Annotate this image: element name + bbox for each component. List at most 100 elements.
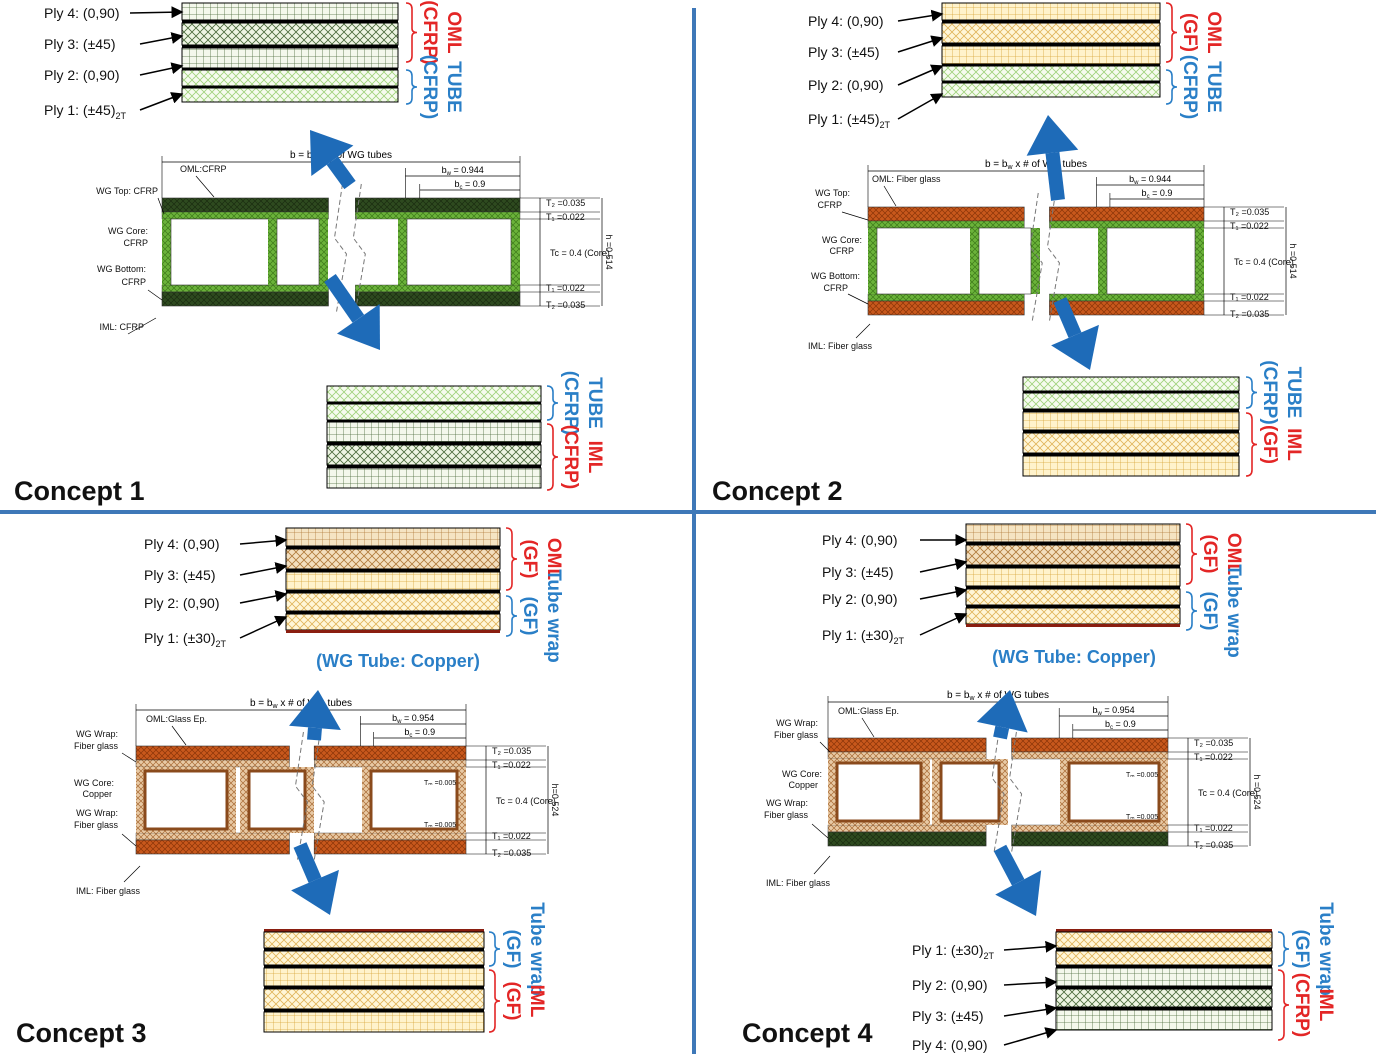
tube-cell (1106, 227, 1196, 295)
ply-label: Ply 2: (0,90) (44, 67, 119, 83)
ply-layer (181, 47, 399, 69)
ply-label: Ply 1: (±45)2T (44, 102, 127, 121)
oml-group-label: (GF)OML (505, 527, 564, 591)
core-face-bottom (314, 832, 467, 841)
material-label: IML: Fiber glass (808, 341, 873, 351)
leader-line (121, 752, 137, 763)
leader-line (127, 317, 157, 335)
group-main-label: OML (443, 11, 464, 54)
tube-cell (406, 218, 512, 286)
top-ply-stack (181, 2, 399, 103)
iml-group-label: (CFRP)IML (546, 423, 605, 491)
bottom-ply-stack (326, 385, 542, 489)
ply-label: Ply 2: (0,90) (144, 595, 219, 611)
ply-arrow (1003, 940, 1058, 953)
leader-line (847, 293, 869, 305)
tube-cell (1067, 761, 1161, 823)
ply-layer (1022, 392, 1240, 410)
tube-cell (978, 227, 1032, 295)
core-face-bottom (355, 284, 521, 293)
t1-bottom-label: T₁ =0.022 (546, 283, 585, 293)
leader-line (171, 725, 187, 746)
ply-layer (1022, 455, 1240, 477)
group-sub-label: (GF) (502, 929, 523, 968)
group-main-label: TUBE (1203, 61, 1224, 113)
t2-bottom-label: T₂ =0.035 (1194, 840, 1233, 850)
tube-group-label: (CFRP)TUBE (405, 55, 464, 119)
ply-separator (182, 86, 398, 88)
group-sub-label: (GF) (1199, 591, 1220, 630)
tube-cell (369, 769, 459, 831)
bottom-ply-stack (1055, 931, 1273, 1031)
iml-skin (1011, 831, 1169, 847)
t2-bottom-label: T₂ =0.035 (492, 848, 531, 858)
oml-skin (827, 737, 987, 753)
leader-line (195, 175, 215, 198)
leader-line (883, 185, 897, 207)
iml-skin (1049, 300, 1205, 316)
core-face-top (867, 220, 1025, 229)
material-label: Fiber glass (74, 741, 119, 751)
concept-4-title: Concept 4 (742, 1018, 873, 1048)
ply-layer (326, 403, 542, 421)
core-face-bottom (1049, 293, 1205, 302)
group-sub-label: (GF) (502, 981, 523, 1020)
curly-bracket (1245, 376, 1258, 409)
group-sub-label: (CFRP) (560, 371, 581, 435)
arrow-head (310, 130, 354, 177)
ply-layer (965, 567, 1181, 587)
tube-group-label: (CFRP)TUBE (1165, 55, 1224, 119)
break-line (1046, 192, 1060, 322)
oml-skin (161, 197, 329, 213)
ply-layer (285, 571, 501, 591)
concept-4: Ply 4: (0,90)Ply 3: (±45)Ply 2: (0,90)Pl… (764, 523, 1336, 1053)
ply-layer (1022, 376, 1240, 392)
ply-label: Ply 1: (±30)2T (912, 942, 995, 961)
bc-dimension-label: bc = 0.9 (1142, 188, 1173, 200)
concept-2: Ply 4: (0,90)Ply 3: (±45)Ply 2: (0,90)Pl… (808, 2, 1304, 477)
group-main-label: Tube wrap (1315, 902, 1336, 996)
leader-line (123, 865, 141, 883)
ply-separator (286, 611, 500, 614)
material-label: IML: CFRP (99, 322, 144, 332)
ply-label: Ply 1: (±30)2T (822, 627, 905, 646)
h-dimension-label: h =0.514 (1288, 243, 1298, 278)
group-main-label: OML (1203, 11, 1224, 54)
oml-skin (355, 197, 521, 213)
group-main-label: OML (1223, 533, 1244, 576)
tc-label: Tc = 0.4 (Core) (550, 248, 610, 258)
tm-bottom-label: Tₘ =0.005 (1126, 814, 1158, 821)
break-line (352, 183, 366, 313)
leader-line (121, 833, 137, 847)
core-face-top (314, 759, 467, 768)
t1-bottom-label: T₁ =0.022 (1194, 823, 1233, 833)
concept-3-title: Concept 3 (16, 1018, 147, 1048)
leader-line (841, 211, 869, 221)
iml-skin (827, 831, 987, 847)
ply-label: Ply 1: (±45)2T (808, 111, 891, 130)
core-face-bottom (867, 293, 1025, 302)
group-sub-label: (CFRP) (1259, 360, 1280, 424)
core-face-top (135, 759, 290, 768)
core-face-bottom (827, 824, 987, 833)
upper-callout-arrow (310, 130, 356, 190)
tube-cell (143, 769, 229, 831)
ply-layer (285, 548, 501, 570)
ply-layer (181, 2, 399, 21)
iml-skin (313, 839, 467, 855)
group-sub-label: (GF) (1199, 534, 1220, 573)
ply-arrow (1003, 976, 1058, 989)
ply-layer (1055, 931, 1273, 949)
ply-separator (966, 624, 1180, 627)
ply-layer (965, 544, 1181, 566)
ply-label: Ply 2: (0,90) (808, 77, 883, 93)
ply-layer (285, 527, 501, 547)
core-face-bottom (135, 832, 290, 841)
ply-separator (286, 590, 500, 593)
ply-separator (966, 542, 1180, 545)
h-dimension-label: h =0.514 (604, 234, 614, 269)
ply-separator (286, 630, 500, 633)
ply-layer (326, 421, 542, 443)
ply-layer (965, 588, 1181, 606)
